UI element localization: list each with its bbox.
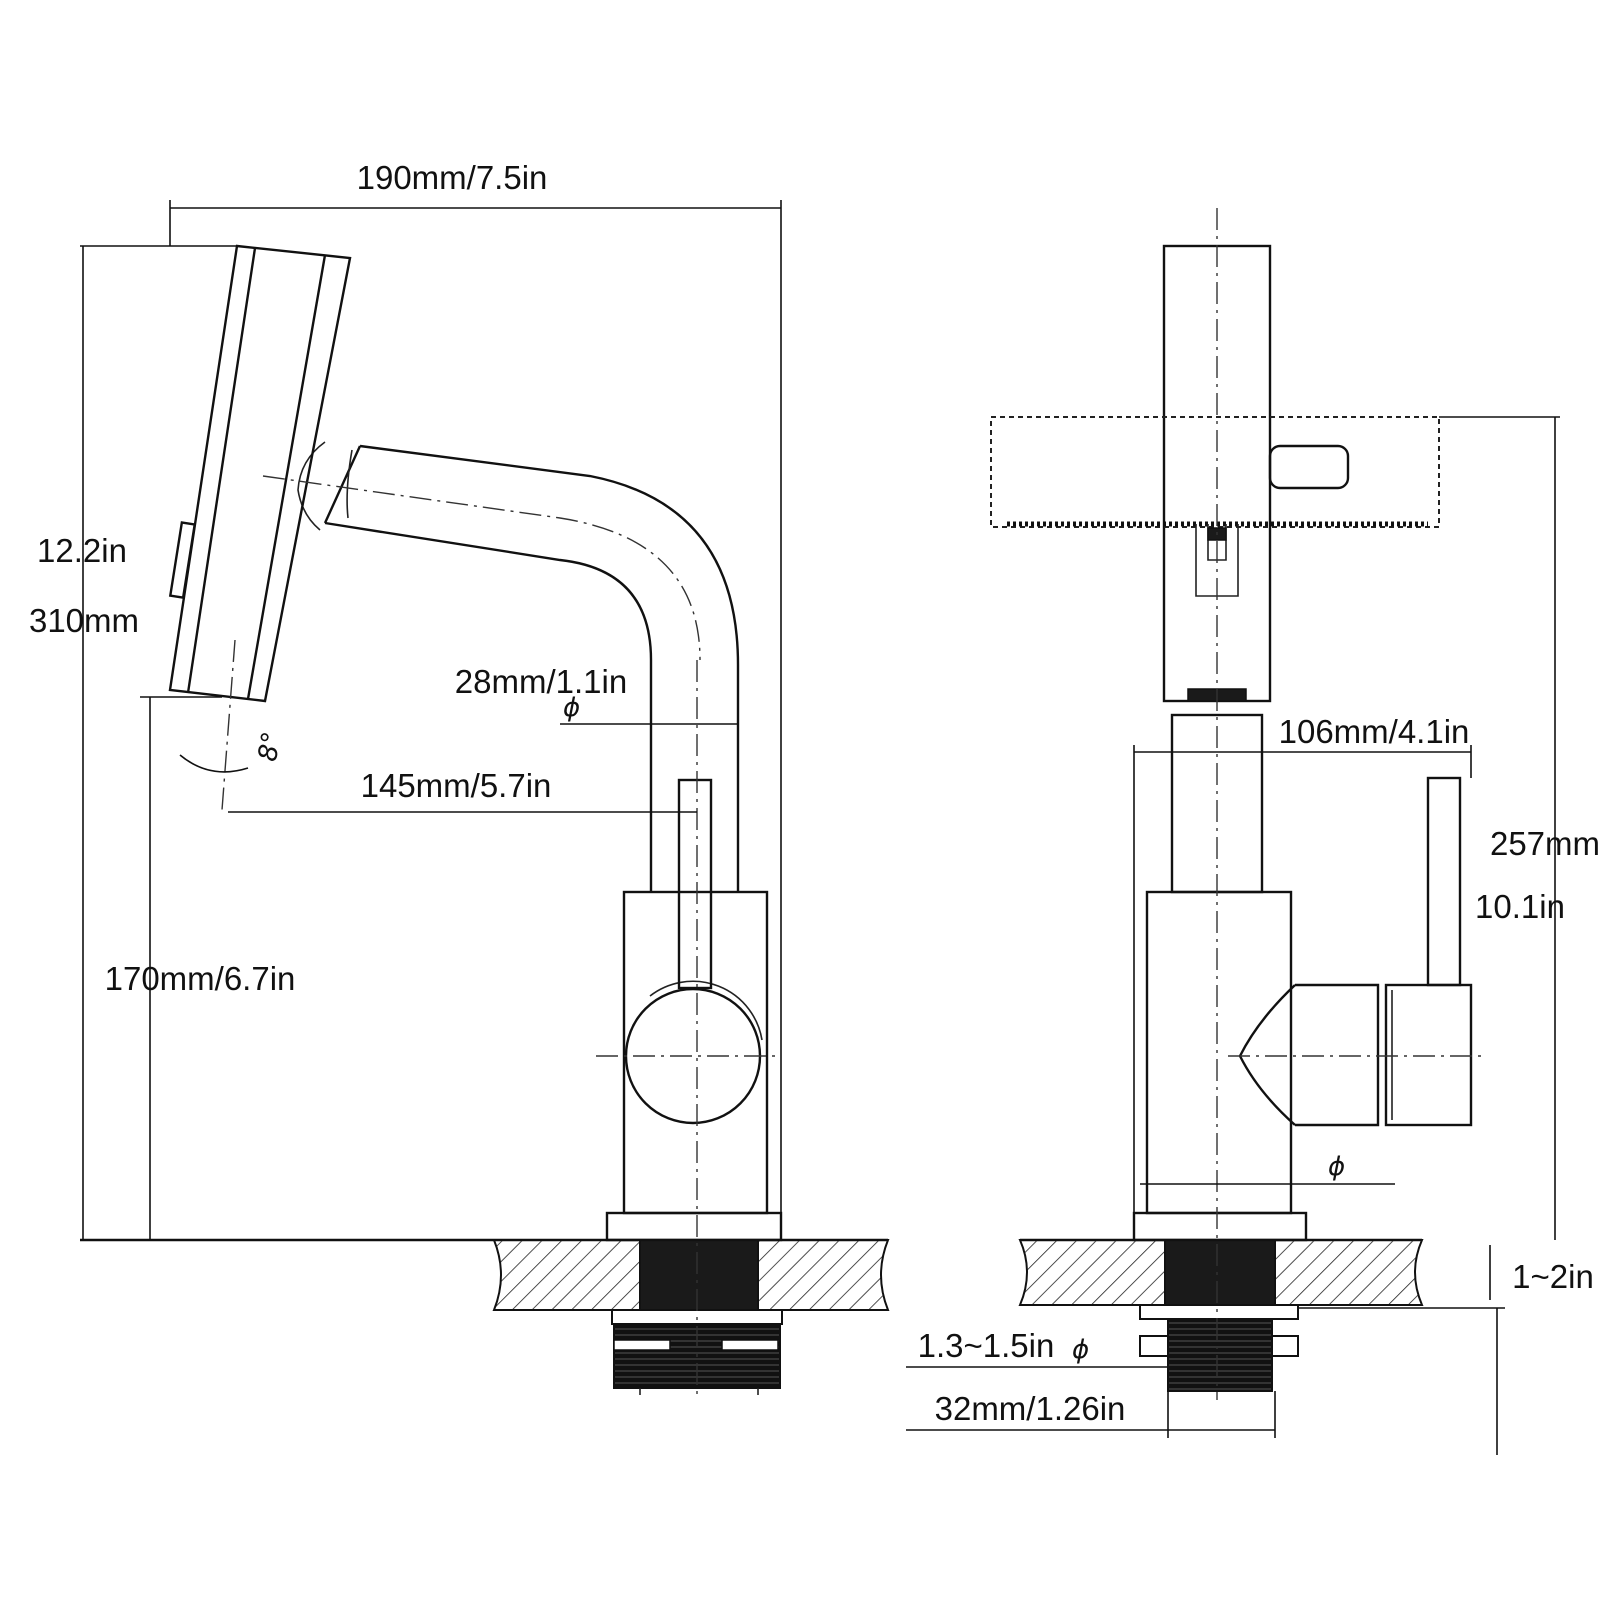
side-countertop xyxy=(80,1238,890,1311)
side-faucet-body xyxy=(622,890,769,1215)
label-body-height-mm: 257mm xyxy=(1490,825,1600,862)
side-spray-head xyxy=(168,244,352,703)
side-view: 190mm/7.5in 12.2in 310mm 170mm/6.7in ϕ 2… xyxy=(29,159,890,1395)
dim-deck-thickness: 1~2in xyxy=(1298,1245,1594,1455)
dim-hole-diameter: 1.3~1.5in ϕ xyxy=(906,1327,1168,1368)
diameter-symbol-hole: ϕ xyxy=(1072,1335,1089,1365)
front-base-plate xyxy=(1132,1211,1308,1242)
front-mounting-shank xyxy=(1139,1239,1299,1392)
label-spout-diameter: 28mm/1.1in xyxy=(455,663,627,700)
front-handle xyxy=(1295,776,1473,1127)
dim-base-diameter: ϕ xyxy=(1140,1152,1395,1185)
dim-handle-width-106: 106mm/4.1in xyxy=(1133,713,1472,1213)
dim-shank-diameter: 32mm/1.26in xyxy=(906,1390,1276,1438)
dim-width-190: 190mm/7.5in xyxy=(169,159,782,1240)
dim-reach-145: 145mm/5.7in xyxy=(228,767,697,813)
label-outlet-height: 170mm/6.7in xyxy=(105,960,296,997)
dim-spout-diameter: ϕ 28mm/1.1in xyxy=(455,663,738,725)
front-faucet-body xyxy=(1145,890,1296,1215)
side-base-plate xyxy=(605,1211,783,1242)
label-width-190: 190mm/7.5in xyxy=(357,159,548,196)
dim-height-310: 12.2in 310mm xyxy=(29,245,240,1240)
label-height-inches: 12.2in xyxy=(37,532,127,569)
side-centerlines xyxy=(221,475,780,1395)
label-deck-thickness: 1~2in xyxy=(1512,1258,1594,1295)
diameter-symbol-base: ϕ xyxy=(1328,1152,1345,1182)
front-view: 106mm/4.1in 257mm 10.1in ϕ 1~2in 1.3~1.5… xyxy=(906,208,1600,1455)
dim-outlet-height-170: 170mm/6.7in xyxy=(105,696,296,1240)
label-body-height-in: 10.1in xyxy=(1475,888,1565,925)
label-shank-diameter: 32mm/1.26in xyxy=(935,1390,1126,1427)
label-reach: 145mm/5.7in xyxy=(361,767,552,804)
front-centerlines xyxy=(1216,208,1485,1400)
front-rotated-head-outline xyxy=(990,416,1440,597)
label-tilt-angle: 8° xyxy=(253,729,288,763)
label-hole-diameter: 1.3~1.5in xyxy=(918,1327,1055,1364)
label-handle-width: 106mm/4.1in xyxy=(1279,713,1470,750)
dim-tilt-angle: 8° xyxy=(179,729,288,773)
side-handle-lever xyxy=(677,778,713,990)
side-spout xyxy=(297,441,740,892)
dim-body-height-257: 257mm 10.1in xyxy=(1439,416,1600,1240)
diameter-symbol-spout: ϕ xyxy=(563,693,580,723)
label-height-mm: 310mm xyxy=(29,602,139,639)
